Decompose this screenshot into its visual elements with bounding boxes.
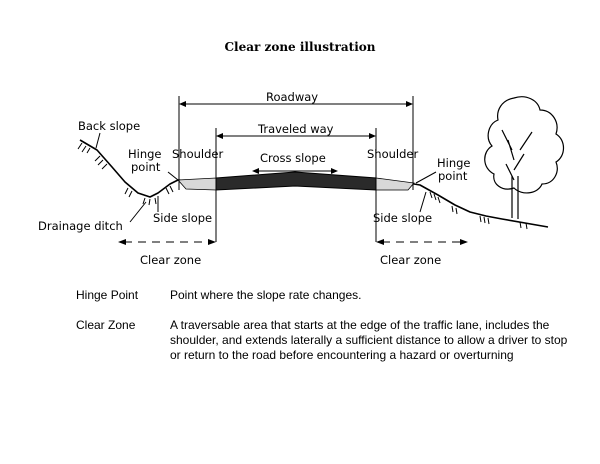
dimension-lines: [95, 96, 462, 243]
right-ground-hatching: [429, 191, 528, 230]
side-slope-right-label: Side slope: [373, 211, 432, 225]
definition-clear-zone: Clear Zone A traversable area that start…: [76, 318, 576, 363]
tree-crown: [484, 96, 565, 194]
clear-zone-right-label: Clear zone: [380, 253, 441, 267]
roadway-label: Roadway: [266, 90, 318, 104]
left-terrain-line: [79, 139, 191, 198]
ground-profile: [79, 139, 549, 228]
drainage-ditch-label: Drainage ditch: [38, 219, 123, 233]
definition-term: Clear Zone: [76, 318, 136, 332]
traveled-way-label: Traveled way: [257, 122, 334, 136]
hinge-right-leader: [415, 171, 437, 184]
pavement: [215, 171, 377, 191]
definitions: Hinge Point Point where the slope rate c…: [76, 288, 576, 378]
definition-hinge-point: Hinge Point Point where the slope rate c…: [76, 288, 576, 303]
drainage-leader: [129, 201, 147, 223]
hinge-point-left-label-2: point: [131, 160, 161, 174]
cross-slope-label: Cross slope: [260, 151, 326, 165]
side-slope-right-leader: [419, 191, 427, 213]
diagram-title: Clear zone illustration: [224, 40, 376, 54]
definition-term: Hinge Point: [76, 288, 139, 302]
tree: [484, 96, 565, 219]
right-terrain-line: [407, 182, 549, 228]
shoulder-right-label: Shoulder: [367, 147, 418, 161]
side-slope-left-label: Side slope: [153, 211, 212, 225]
left-ground-hatching: [77, 142, 174, 206]
right-shoulder: [375, 177, 415, 191]
hinge-point-right-label-2: point: [438, 169, 468, 183]
back-slope-leader: [95, 132, 101, 149]
arrowheads: [118, 101, 468, 245]
tree-branches: [501, 129, 533, 181]
hinge-left-leader: [167, 171, 179, 181]
hinge-point-right-label-1: Hinge: [437, 156, 471, 170]
shoulder-left-label: Shoulder: [172, 147, 223, 161]
definition-description: Point where the slope rate changes.: [170, 288, 362, 302]
tree-trunk: [511, 176, 519, 219]
clear-zone-left-label: Clear zone: [140, 253, 201, 267]
definition-description: A traversable area that starts at the ed…: [170, 318, 568, 362]
left-shoulder: [177, 177, 217, 191]
hinge-point-left-label-1: Hinge: [128, 147, 162, 161]
back-slope-label: Back slope: [78, 119, 140, 133]
